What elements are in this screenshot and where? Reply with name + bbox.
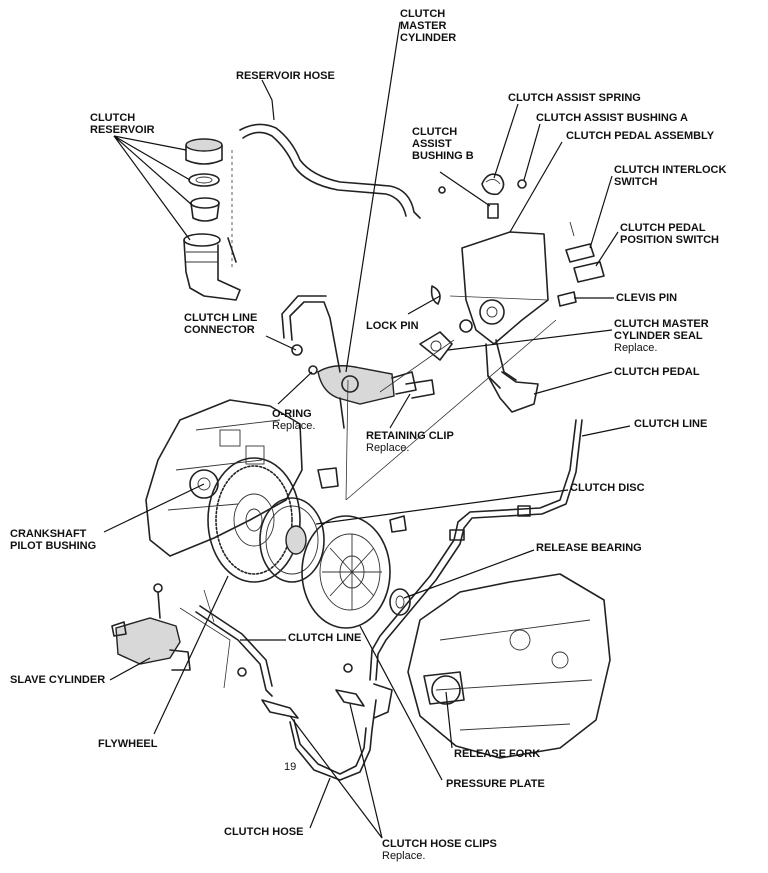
interlock-switch: [565, 243, 595, 263]
label-release-fork: RELEASE FORK: [454, 748, 541, 760]
clutch-line-upper: [289, 301, 341, 373]
hose-clip-right: [335, 689, 365, 707]
page-number: 19: [284, 761, 297, 773]
flywheel: [207, 457, 301, 583]
clutch-line-lower: [369, 419, 577, 681]
reservoir-body: [183, 233, 241, 301]
pedal-bracket: [459, 231, 549, 389]
label-clutch-pedal-assembly: CLUTCH PEDAL ASSEMBLY: [566, 130, 715, 142]
label-clutch-pedal-position-switch: CLUTCH PEDAL POSITION SWITCH: [620, 222, 719, 246]
label-reservoir-hose: RESERVOIR HOSE: [236, 70, 335, 82]
label-clutch-disc: CLUTCH DISC: [570, 482, 645, 494]
slave-cylinder: [111, 583, 191, 671]
label-pressure-plate: PRESSURE PLATE: [446, 778, 545, 790]
label-clutch-reservoir: CLUTCH RESERVOIR: [90, 112, 155, 136]
reservoir-hose: [239, 123, 421, 219]
label-clevis-pin: CLEVIS PIN: [616, 292, 678, 304]
label-clutch-pedal: CLUTCH PEDAL: [614, 366, 700, 378]
label-slave-cylinder: SLAVE CYLINDER: [10, 674, 106, 686]
label-clutch-assist-bushing-a: CLUTCH ASSIST BUSHING A: [536, 112, 688, 124]
label-clutch-master-cylinder: CLUTCH MASTER CYLINDER: [400, 8, 457, 44]
retaining-clip: [405, 379, 435, 399]
release-bearing: [389, 588, 411, 616]
clevis-pin: [557, 291, 577, 307]
label-clutch-hose: CLUTCH HOSE: [224, 826, 304, 838]
label-clutch-line-connector: CLUTCH LINE CONNECTOR: [184, 312, 258, 336]
label-crankshaft-pilot-bushing: CRANKSHAFT PILOT BUSHING: [10, 528, 97, 552]
label-clutch-assist-bushing-b: CLUTCH ASSIST BUSHING B: [412, 126, 474, 162]
label-release-bearing: RELEASE BEARING: [536, 542, 642, 554]
engine-block: [145, 399, 303, 557]
label-clutch-interlock-switch: CLUTCH INTERLOCK SWITCH: [614, 164, 727, 188]
clutch-hose: [289, 699, 377, 781]
label-retaining-clip: RETAINING CLIP Replace.: [366, 430, 454, 454]
label-clutch-master-cylinder-seal: CLUTCH MASTER CYLINDER SEAL Replace.: [614, 318, 709, 354]
label-clutch-line-bottom: CLUTCH LINE: [288, 632, 362, 644]
label-clutch-line-top: CLUTCH LINE: [634, 418, 708, 430]
pedal-position-switch: [573, 261, 605, 283]
transmission-case: [407, 573, 611, 759]
pressure-plate: [301, 515, 391, 629]
label-lock-pin: LOCK PIN: [366, 320, 419, 332]
clutch-pedal-arm: [487, 371, 539, 413]
hose-clip-left: [261, 699, 299, 719]
label-clutch-assist-spring: CLUTCH ASSIST SPRING: [508, 92, 641, 104]
reservoir-strainer: [190, 197, 220, 222]
lock-pin: [430, 285, 441, 305]
master-cylinder-body: [317, 365, 417, 429]
label-clutch-hose-clips: CLUTCH HOSE CLIPS Replace.: [382, 838, 497, 862]
clutch-disc: [259, 497, 325, 583]
assist-spring: [481, 173, 505, 196]
reservoir-cap: [185, 138, 223, 165]
label-flywheel: FLYWHEEL: [98, 738, 158, 750]
label-o-ring: O-RING Replace.: [272, 408, 316, 432]
